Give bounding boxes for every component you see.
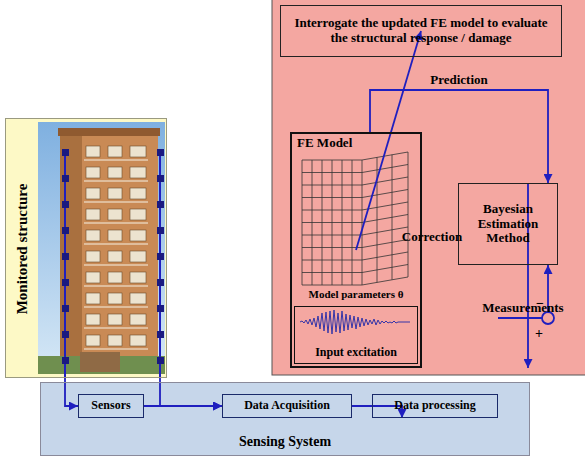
- process-box: Data Acquisition: [222, 394, 352, 418]
- node-title: Monitored structure: [13, 129, 31, 369]
- process-box: Sensors: [78, 394, 144, 418]
- edge-label: Measurements: [482, 300, 564, 316]
- panel-fill: [40, 382, 530, 456]
- process-box: Bayesian Estimation Method: [458, 183, 558, 265]
- model-box: FE ModelModel parameters θ Input excitati…: [290, 132, 422, 368]
- node-title: Data processing: [394, 399, 475, 413]
- node-title: Interrogate the updated FE model to eval…: [287, 16, 555, 46]
- node-title: Sensing System: [239, 434, 331, 450]
- building-photo: [38, 122, 165, 374]
- excitation-box: Input excitation: [294, 306, 418, 364]
- fe-mesh: [302, 152, 408, 285]
- sign-label: +: [535, 327, 543, 341]
- structure-panel: Monitored structure: [5, 118, 167, 378]
- process-box: Data processing: [372, 394, 498, 418]
- connector-arrow: [144, 405, 222, 407]
- node-title: FE Model: [297, 136, 352, 151]
- connector-arrow: [356, 31, 421, 250]
- edge-label: Prediction: [430, 72, 488, 88]
- edge-label: Correction: [402, 229, 463, 245]
- sign-label: −: [536, 297, 544, 311]
- excitation-waveform: [300, 310, 410, 334]
- node-subtitle: Model parameters θ: [292, 288, 420, 301]
- model-panel: [272, 0, 585, 375]
- sensor-array: [62, 149, 164, 378]
- node-title: Data Acquisition: [244, 399, 330, 413]
- result-box: Interrogate the updated FE model to eval…: [280, 5, 562, 57]
- node-title: Sensors: [91, 399, 130, 413]
- system-panel: Sensing System Sensors Data Acquisition Dat…: [40, 382, 530, 456]
- node-title: Bayesian Estimation Method: [465, 202, 551, 247]
- panel-fill: [5, 118, 167, 378]
- node-title: Input excitation: [315, 346, 397, 360]
- connector-arrow: [370, 90, 548, 183]
